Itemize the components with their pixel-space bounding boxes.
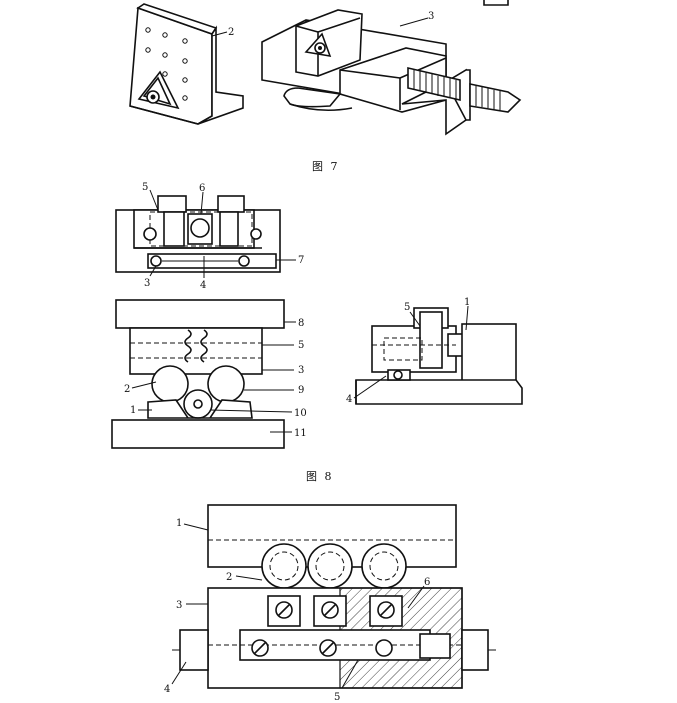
figure-9 [172,504,496,689]
figure-8: 5 6 7 3 4 8 5 3 2 [111,182,523,483]
fig8-label-3-front: 3 [298,365,304,376]
fig8-label-10-front: 10 [294,408,307,419]
fig8-label-6-top: 6 [199,183,205,194]
fig8-label-2-front: 2 [124,384,130,395]
fig8-label-4-side: 4 [346,394,352,405]
fig8-label-3-top: 3 [144,278,150,289]
fig8-side-view [355,307,523,405]
fig8-label-5-side: 5 [404,302,410,313]
fig8-front-view [111,299,285,449]
figure-8-caption: 图 8 [306,470,334,483]
fig8-label-5-top: 5 [142,182,148,193]
fig8-label-9-front: 9 [298,385,304,396]
fig8-label-1-front: 1 [130,405,136,416]
fig8-label-11-front: 11 [294,428,307,439]
label-vise: 3 [428,11,434,22]
fig9-label-3: 3 [176,600,182,611]
figure-7: 2 3 [129,0,522,173]
figure-7-caption: 图 7 [312,160,340,173]
fig9-label-5: 5 [334,692,340,703]
partial-figure-fragment [483,0,509,6]
fig8-label-8-front: 8 [298,318,304,329]
fig9-label-4: 4 [164,684,170,695]
angle-plate-drawing [129,3,244,125]
fig8-label-4-top: 4 [200,280,206,291]
fig8-label-1-side: 1 [464,297,470,308]
vise-drawing [261,9,522,136]
fig9-label-2: 2 [226,572,232,583]
fig8-label-5-front: 5 [298,340,304,351]
label-angle-plate: 2 [228,27,234,38]
fig8-top-view [115,195,281,273]
fig9-label-1: 1 [176,518,182,529]
fig9-label-6: 6 [424,577,430,588]
fig8-label-7-top: 7 [298,255,304,266]
